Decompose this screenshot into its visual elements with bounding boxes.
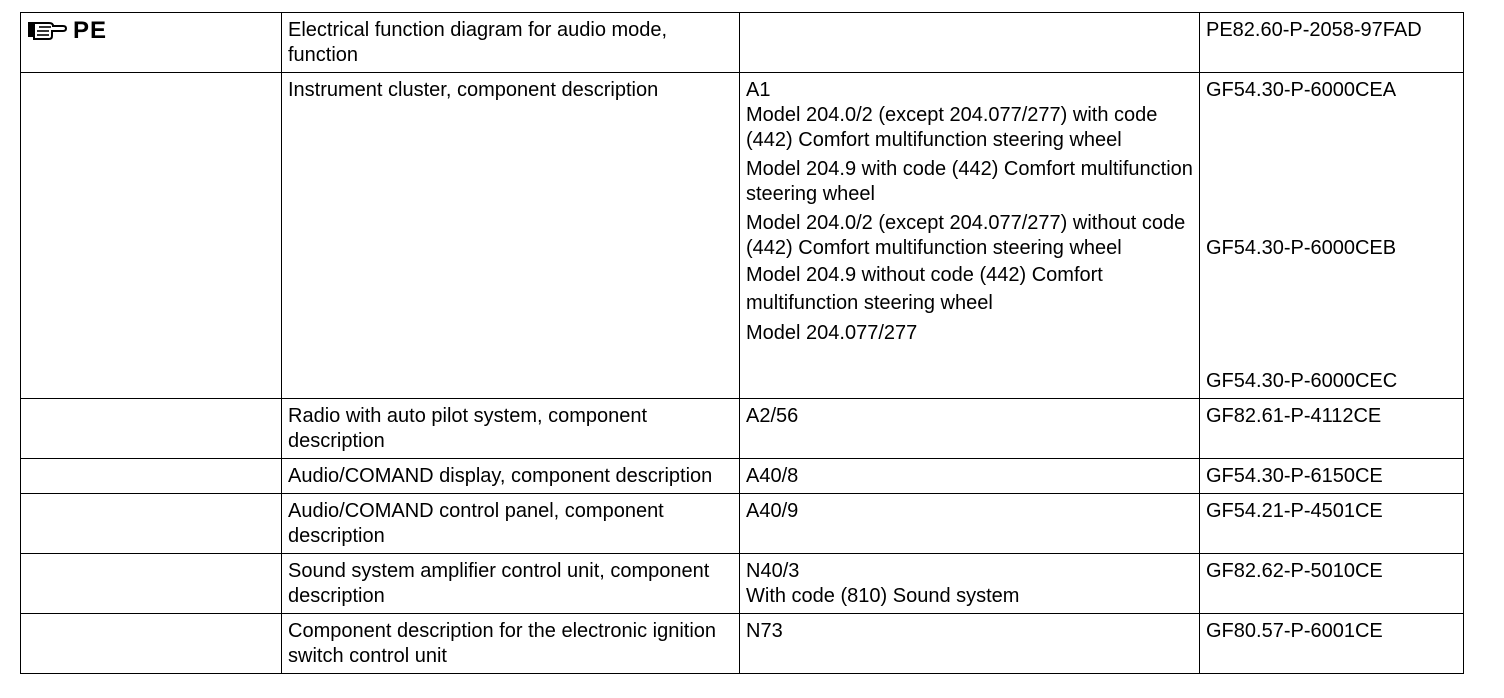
component-name: Audio/COMAND control panel, component de…	[281, 493, 740, 554]
component-notes: A1 Model 204.0/2 (except 204.077/277) wi…	[739, 72, 1200, 399]
empty-cell	[20, 72, 282, 399]
reference-code[interactable]: PE82.60-P-2058-97FAD	[1199, 12, 1464, 73]
model-note: Model 204.0/2 (except 204.077/277) witho…	[746, 212, 1186, 259]
model-note: Model 204.0/2 (except 204.077/277) with …	[746, 104, 1158, 151]
marker-cell: PE	[20, 12, 282, 73]
pointing-hand-icon	[27, 20, 67, 42]
pe-marker: PE	[27, 18, 275, 44]
component-notes: N40/3 With code (810) Sound system	[739, 553, 1200, 614]
component-notes	[739, 12, 1200, 73]
component-id: A40/8	[739, 458, 1200, 494]
component-id: A2/56	[739, 398, 1200, 459]
reference-codes: GF54.30-P-6000CEA GF54.30-P-6000CEB GF54…	[1199, 72, 1464, 399]
reference-code[interactable]: GF54.30-P-6000CEA	[1206, 79, 1397, 101]
model-note: Model 204.9 without code (442) Comfort m…	[746, 264, 1103, 314]
reference-code[interactable]: GF54.21-P-4501CE	[1199, 493, 1464, 554]
component-name: Sound system amplifier control unit, com…	[281, 553, 740, 614]
component-name: Radio with auto pilot system, component …	[281, 398, 740, 459]
empty-cell	[20, 553, 282, 614]
component-name: Instrument cluster, component descriptio…	[281, 72, 740, 399]
table-row: Audio/COMAND control panel, component de…	[20, 493, 1464, 554]
reference-table: PE Electrical function diagram for audio…	[20, 12, 1464, 674]
empty-cell	[20, 493, 282, 554]
reference-code[interactable]: GF54.30-P-6000CEC	[1206, 370, 1398, 392]
component-name: Electrical function diagram for audio mo…	[281, 12, 740, 73]
component-name: Audio/COMAND display, component descript…	[281, 458, 740, 494]
component-id: A1	[746, 79, 771, 101]
reference-code[interactable]: GF54.30-P-6150CE	[1199, 458, 1464, 494]
empty-cell	[20, 613, 282, 674]
reference-code[interactable]: GF54.30-P-6000CEB	[1206, 237, 1397, 259]
table-row: Sound system amplifier control unit, com…	[20, 553, 1464, 614]
empty-cell	[20, 398, 282, 459]
table-row: Component description for the electronic…	[20, 613, 1464, 674]
reference-code[interactable]: GF82.62-P-5010CE	[1199, 553, 1464, 614]
code-note: With code (810) Sound system	[746, 585, 1020, 607]
table-row: PE Electrical function diagram for audio…	[20, 12, 1464, 73]
reference-code[interactable]: GF80.57-P-6001CE	[1199, 613, 1464, 674]
table-row: Radio with auto pilot system, component …	[20, 398, 1464, 459]
reference-code[interactable]: GF82.61-P-4112CE	[1199, 398, 1464, 459]
component-id: N73	[739, 613, 1200, 674]
model-note: Model 204.9 with code (442) Comfort mult…	[746, 158, 1193, 205]
table-row: Audio/COMAND display, component descript…	[20, 458, 1464, 494]
component-name: Component description for the electronic…	[281, 613, 740, 674]
model-note: Model 204.077/277	[746, 322, 918, 344]
marker-label: PE	[73, 17, 108, 44]
component-id: A40/9	[739, 493, 1200, 554]
component-id: N40/3	[746, 560, 800, 582]
empty-cell	[20, 458, 282, 494]
table-row: Instrument cluster, component descriptio…	[20, 72, 1464, 399]
